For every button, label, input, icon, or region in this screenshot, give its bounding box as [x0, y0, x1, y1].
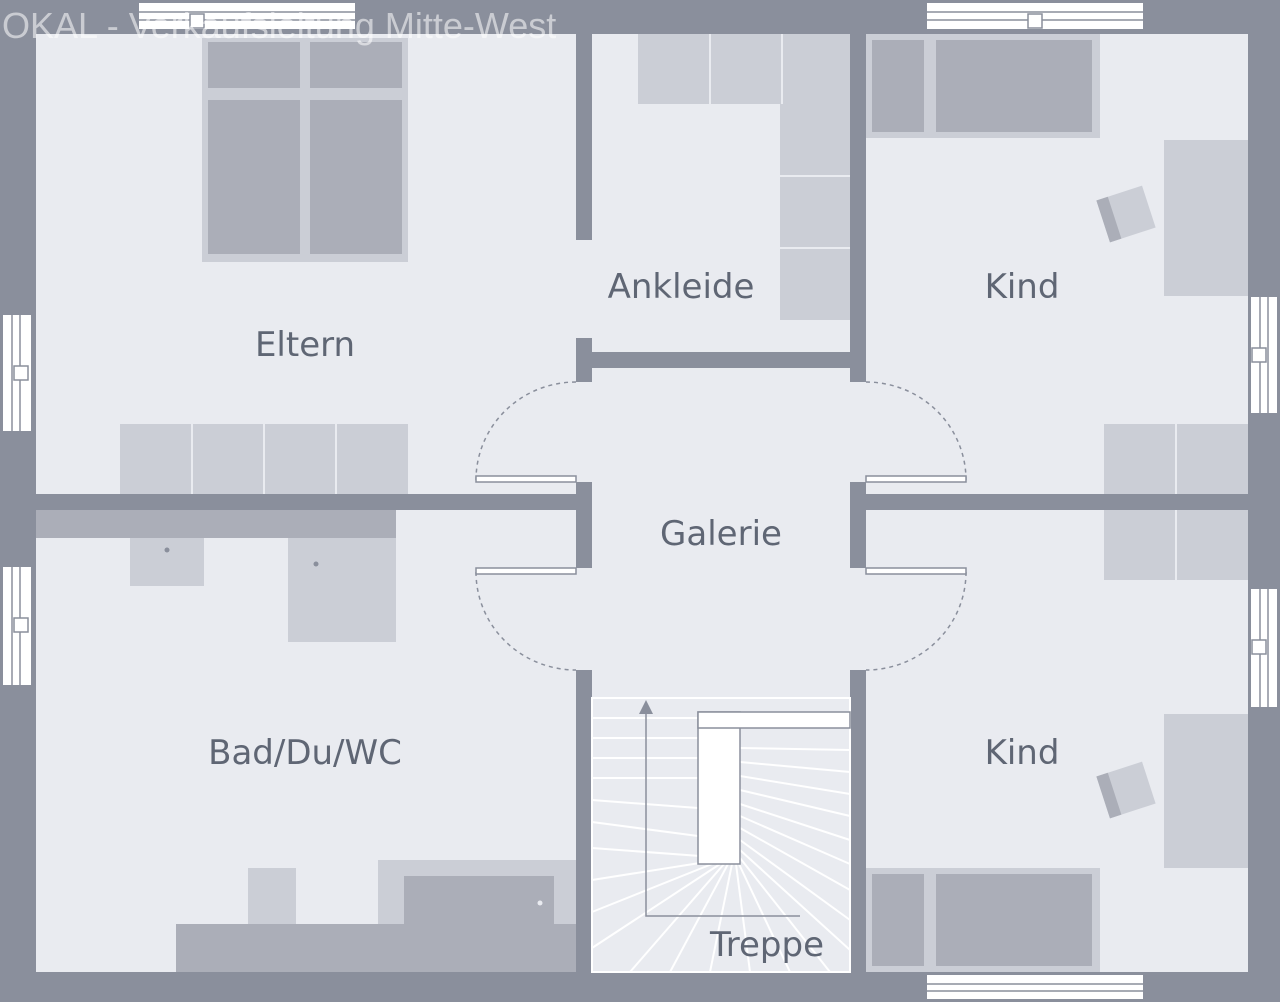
- stair-walk-line: [645, 712, 800, 917]
- room-label-bad: Bad/Du/WC: [208, 733, 402, 773]
- staircase: [591, 697, 851, 973]
- chair-bottom: [1096, 761, 1156, 819]
- window-right-lower: [1249, 587, 1279, 709]
- arrow-up-icon: [639, 700, 653, 714]
- stair-core: [697, 711, 741, 865]
- door-leaf-kind-bottom: [865, 567, 967, 575]
- room-label-kind-bottom: Kind: [985, 733, 1060, 773]
- room-label-eltern: Eltern: [255, 325, 355, 365]
- door-leaves: [475, 475, 967, 575]
- stair-landing: [697, 711, 851, 729]
- shower: [288, 538, 396, 642]
- room-label-ankleide: Ankleide: [608, 267, 755, 307]
- window-top-right: [925, 1, 1145, 31]
- chair-top: [1096, 185, 1156, 243]
- eltern-furniture: [120, 38, 408, 494]
- kind-top-furniture: [866, 34, 1248, 494]
- wall-ankleide-kind: [850, 34, 866, 382]
- window-top-left: [137, 1, 357, 31]
- door-leaf-kind-top: [865, 475, 967, 483]
- room-label-galerie: Galerie: [660, 514, 782, 554]
- wall-galerie-right: [850, 482, 866, 568]
- desk-bottom: [1164, 714, 1248, 868]
- closet-side: [780, 104, 850, 320]
- kind-bottom-furniture: [866, 510, 1248, 972]
- door-leaf-eltern: [475, 475, 577, 483]
- room-labels: Eltern Ankleide Kind Galerie Bad/Du/WC K…: [208, 267, 1059, 965]
- window-left-lower: [1, 565, 33, 687]
- wardrobe-eltern: [120, 424, 408, 494]
- window-bottom-right: [925, 973, 1145, 1001]
- ankleide-furniture: [638, 34, 850, 320]
- single-bed-top: [866, 34, 1100, 138]
- wall-eltern-bad: [36, 494, 576, 510]
- wall-galerie-left: [576, 482, 592, 568]
- single-bed-bottom: [866, 868, 1100, 972]
- wall-ankleide-lower: [576, 338, 592, 382]
- counter: [36, 510, 396, 538]
- window-left-upper: [1, 313, 33, 433]
- double-bed: [202, 38, 408, 262]
- bad-furniture: [36, 510, 576, 972]
- desk-top: [1164, 140, 1248, 296]
- interior-walls: [36, 34, 1248, 972]
- wall-treppe-kind: [850, 670, 866, 972]
- wall-kind-kind: [866, 494, 1248, 510]
- room-label-kind-top: Kind: [985, 267, 1060, 307]
- closet-top: [638, 34, 850, 104]
- wall-bad-treppe: [576, 670, 592, 972]
- wall-eltern-ankleide: [576, 34, 592, 240]
- door-leaf-bad: [475, 567, 577, 575]
- wall-ankleide-bottom: [592, 352, 850, 368]
- toilet: [248, 868, 296, 924]
- watermark: OKAL - Verkaufsleitung Mitte-West: [2, 5, 556, 46]
- window-right-upper: [1249, 295, 1279, 415]
- room-label-treppe: Treppe: [709, 925, 824, 965]
- sink-left: [130, 538, 204, 586]
